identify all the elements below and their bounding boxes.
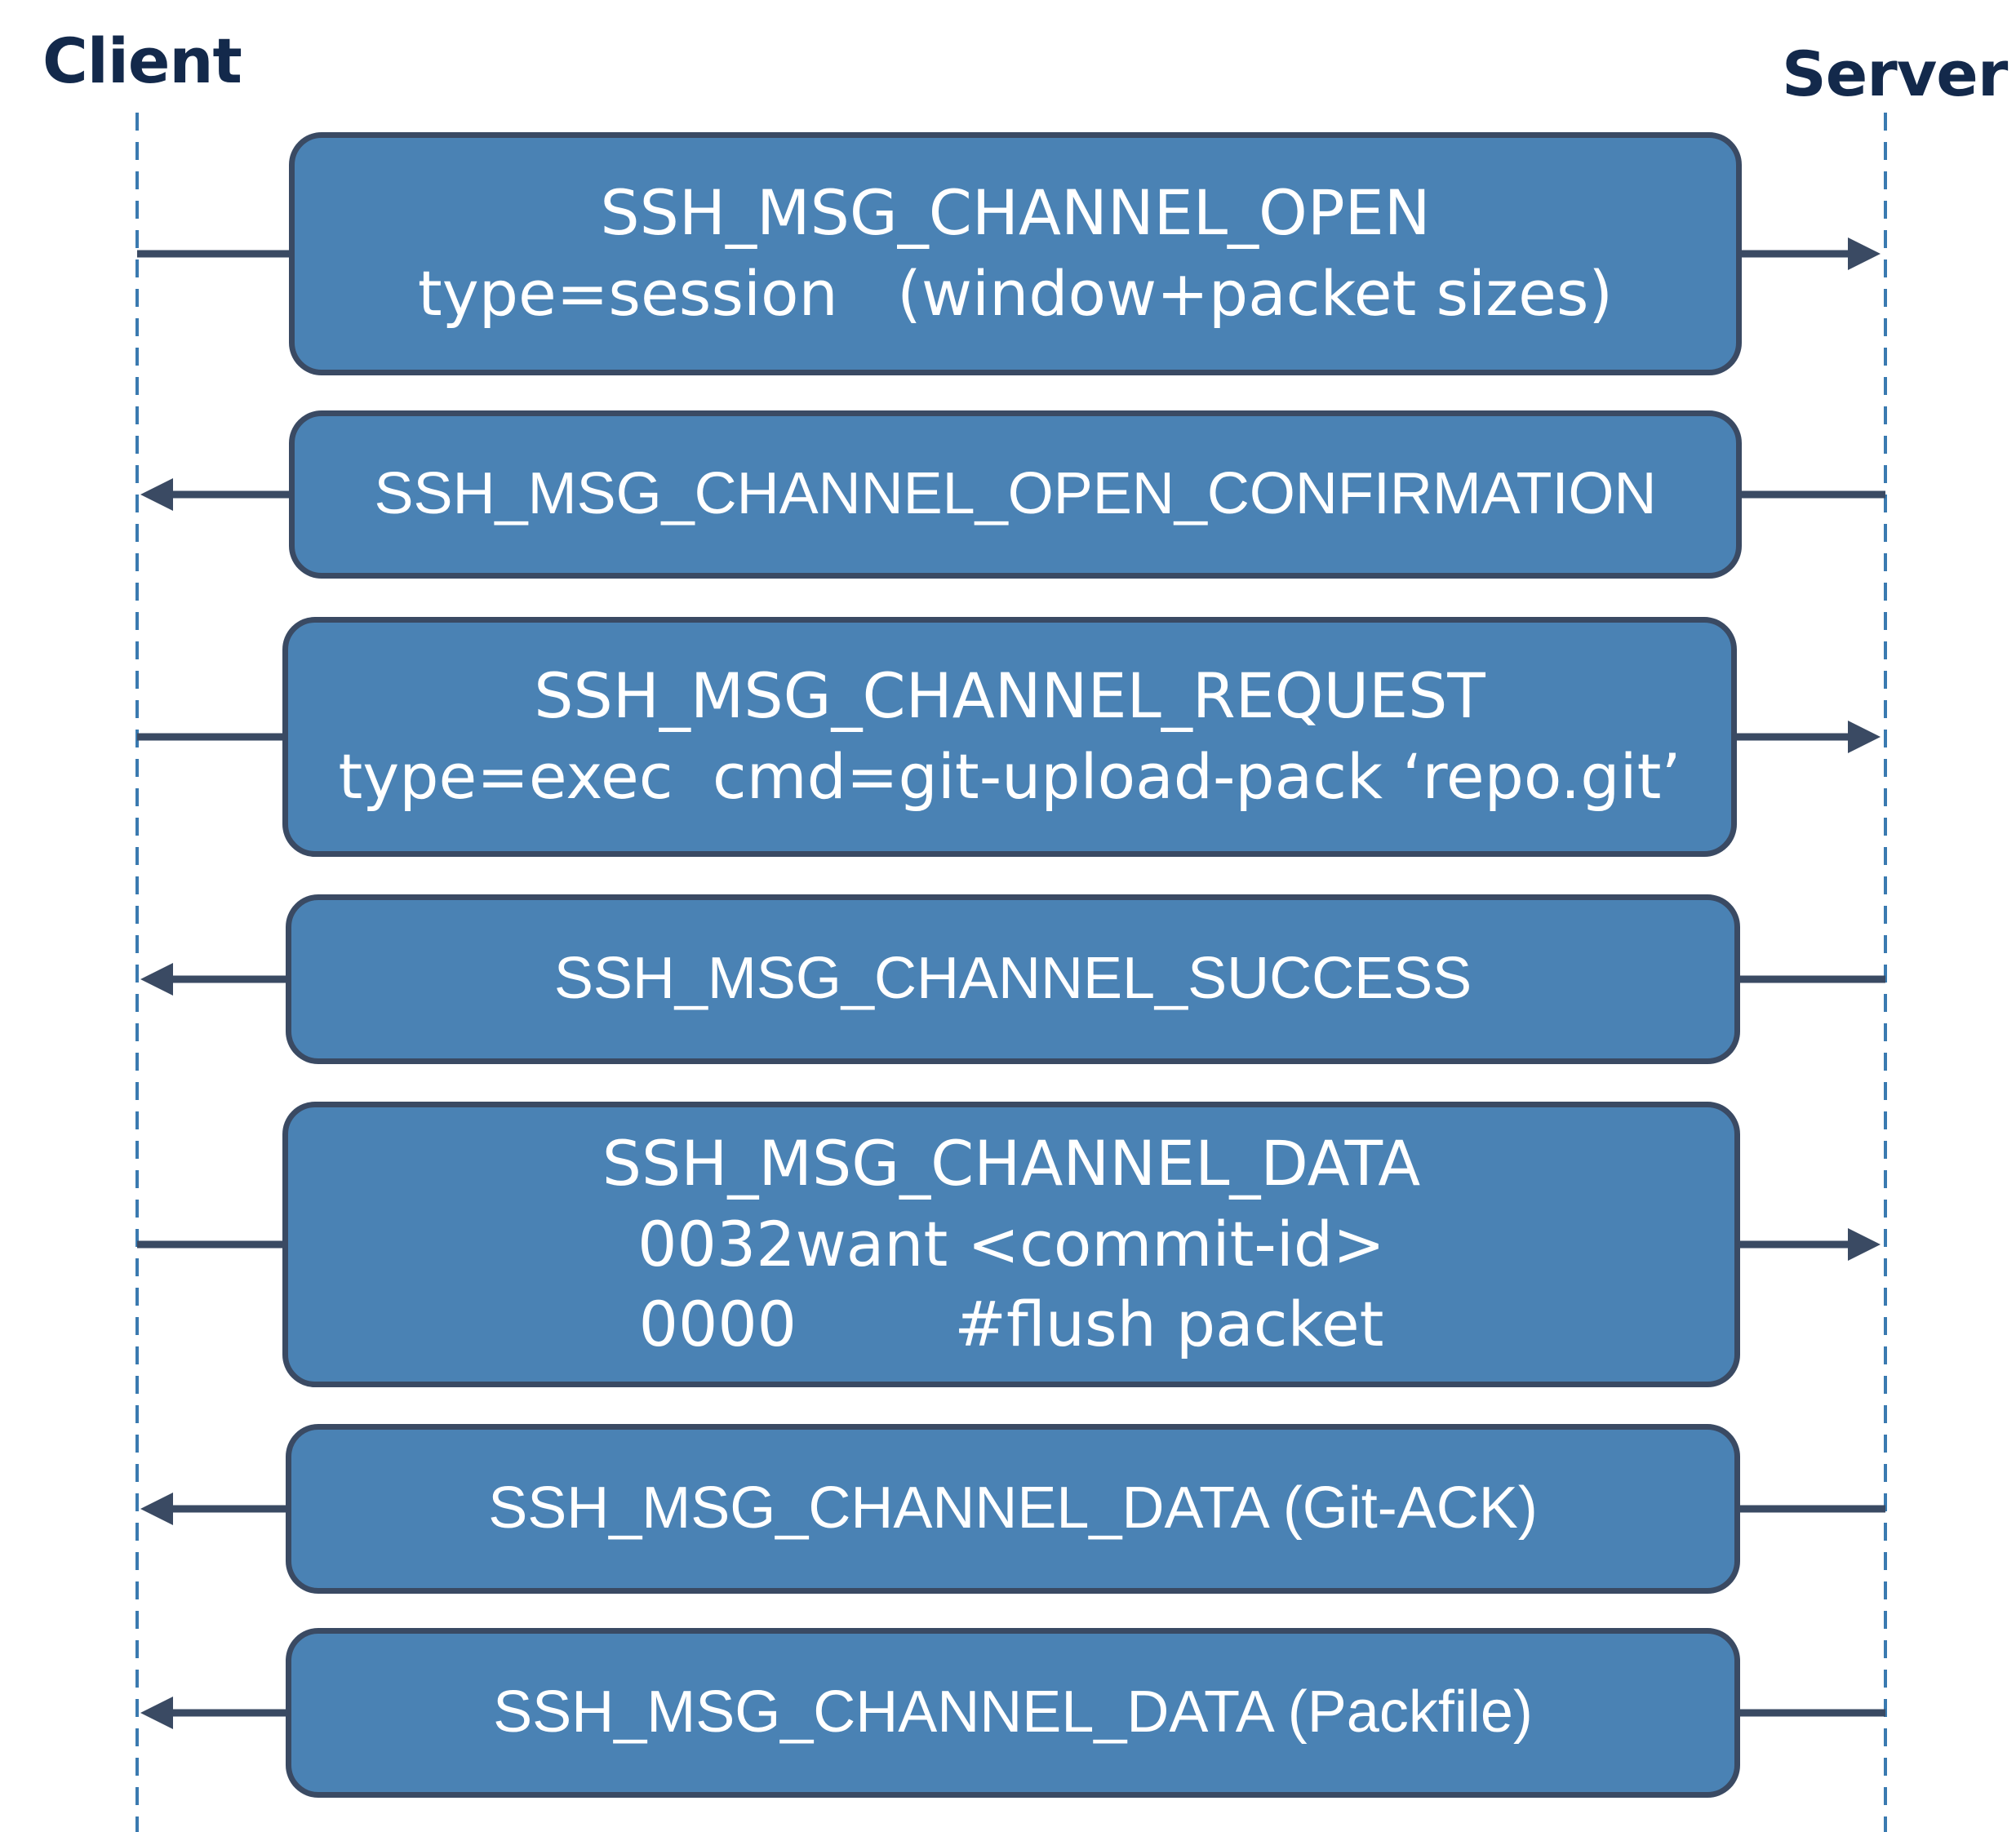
message-line: SSH_MSG_CHANNEL_OPEN_CONFIRMATION	[374, 461, 1657, 527]
server-label: Server	[1782, 38, 2008, 110]
arrow-head-right	[1848, 1228, 1881, 1261]
message-line: SSH_MSG_CHANNEL_DATA (Packfile)	[493, 1679, 1533, 1746]
message-line: type=exec cmd=git-upload-pack ‘repo.git’	[338, 740, 1681, 813]
message-line: SSH_MSG_CHANNEL_DATA (Git-ACK)	[488, 1475, 1538, 1541]
message-line-part: type=session (window+packet sizes)	[417, 257, 1614, 330]
message-channel-data-packfile: SSH_MSG_CHANNEL_DATA (Packfile)	[286, 1628, 1740, 1798]
message-arrows	[137, 237, 1885, 1729]
message-channel-data-git-ack: SSH_MSG_CHANNEL_DATA (Git-ACK)	[286, 1424, 1740, 1594]
client-label: Client	[42, 24, 242, 97]
message-channel-data-want: SSH_MSG_CHANNEL_DATA 0032want <commit-id…	[282, 1102, 1740, 1387]
arrow-head-left	[140, 1697, 173, 1729]
arrow-head-left	[140, 963, 173, 996]
arrow-head-left	[140, 1493, 173, 1525]
message-channel-success: SSH_MSG_CHANNEL_SUCCESS	[286, 894, 1740, 1064]
message-channel-open: SSH_MSG_CHANNEL_OPEN type=session (windo…	[289, 132, 1742, 375]
message-line: 0000 #flush packet	[638, 1288, 1384, 1361]
arrow-head-left	[140, 478, 173, 511]
arrow-head-right	[1848, 237, 1881, 270]
message-channel-open-confirmation: SSH_MSG_CHANNEL_OPEN_CONFIRMATION	[289, 410, 1742, 579]
message-channel-request: SSH_MSG_CHANNEL_REQUEST type=exec cmd=gi…	[282, 617, 1737, 857]
message-line: SSH_MSG_CHANNEL_REQUEST	[534, 659, 1485, 733]
message-line: 0032want <commit-id>	[637, 1207, 1385, 1280]
arrow-head-right	[1848, 721, 1881, 753]
message-line: SSH_MSG_CHANNEL_SUCCESS	[553, 946, 1472, 1012]
message-line: type=session (window+packet sizes)	[418, 254, 1613, 335]
message-line: SSH_MSG_CHANNEL_DATA	[602, 1126, 1421, 1200]
message-line: SSH_MSG_CHANNEL_OPEN	[600, 176, 1431, 250]
